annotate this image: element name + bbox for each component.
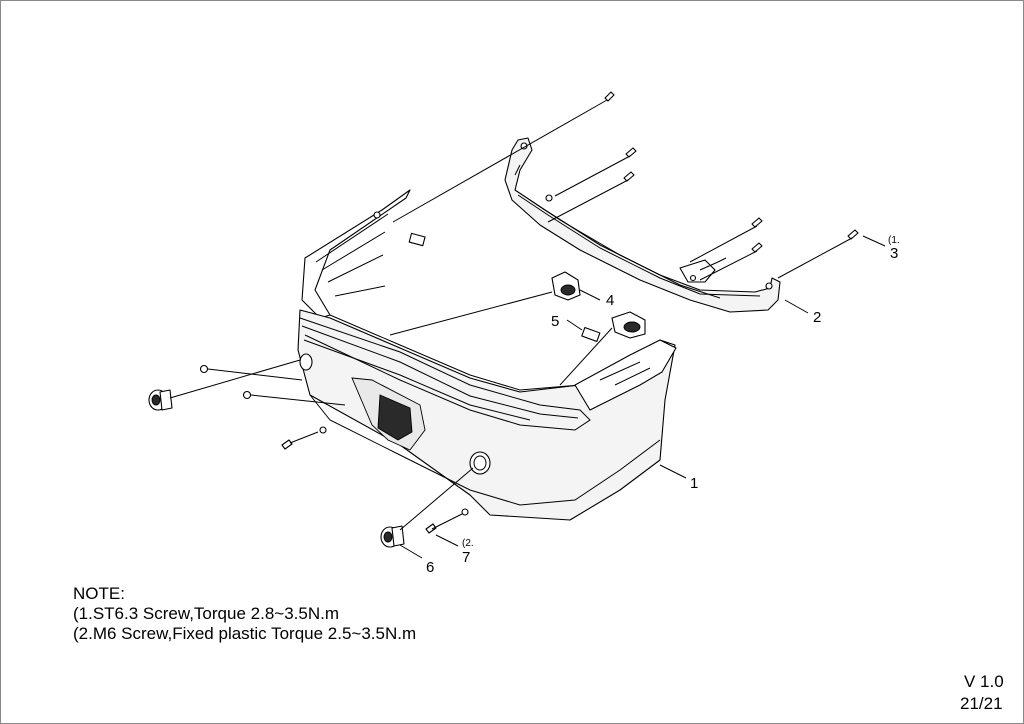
callout-4: 4 xyxy=(606,292,614,309)
screws xyxy=(199,91,859,534)
notes-heading: NOTE: xyxy=(73,584,125,603)
callout-7: 7 xyxy=(462,549,470,566)
callout-3-sub: (1. xyxy=(888,235,900,246)
note-line-2: (2.M6 Screw,Fixed plastic Torque 2.5~3.5… xyxy=(73,624,417,643)
sensor-bracket-part-4b xyxy=(611,311,646,339)
upper-bracket-part xyxy=(504,137,781,313)
connector-part-5 xyxy=(581,326,601,342)
bumper-body-part xyxy=(297,189,677,521)
callout-6: 6 xyxy=(426,559,434,576)
callout-5: 5 xyxy=(551,313,559,330)
clip-bracket-top xyxy=(373,211,426,247)
leader-lines xyxy=(169,99,886,559)
callout-2: 2 xyxy=(813,309,821,326)
note-line-1: (1.ST6.3 Screw,Torque 2.8~3.5N.m xyxy=(73,604,339,623)
callout-7-sub: (2. xyxy=(462,538,474,549)
notes-block: NOTE: (1.ST6.3 Screw,Torque 2.8~3.5N.m (… xyxy=(73,584,416,644)
parking-sensor-part-6 xyxy=(148,389,405,548)
callout-3: 3 xyxy=(890,245,898,262)
version-label: V 1.0 xyxy=(964,672,1004,691)
page-number: 21/21 xyxy=(960,694,1003,713)
sensor-bracket-part-4 xyxy=(551,271,581,301)
callout-1: 1 xyxy=(690,475,698,492)
